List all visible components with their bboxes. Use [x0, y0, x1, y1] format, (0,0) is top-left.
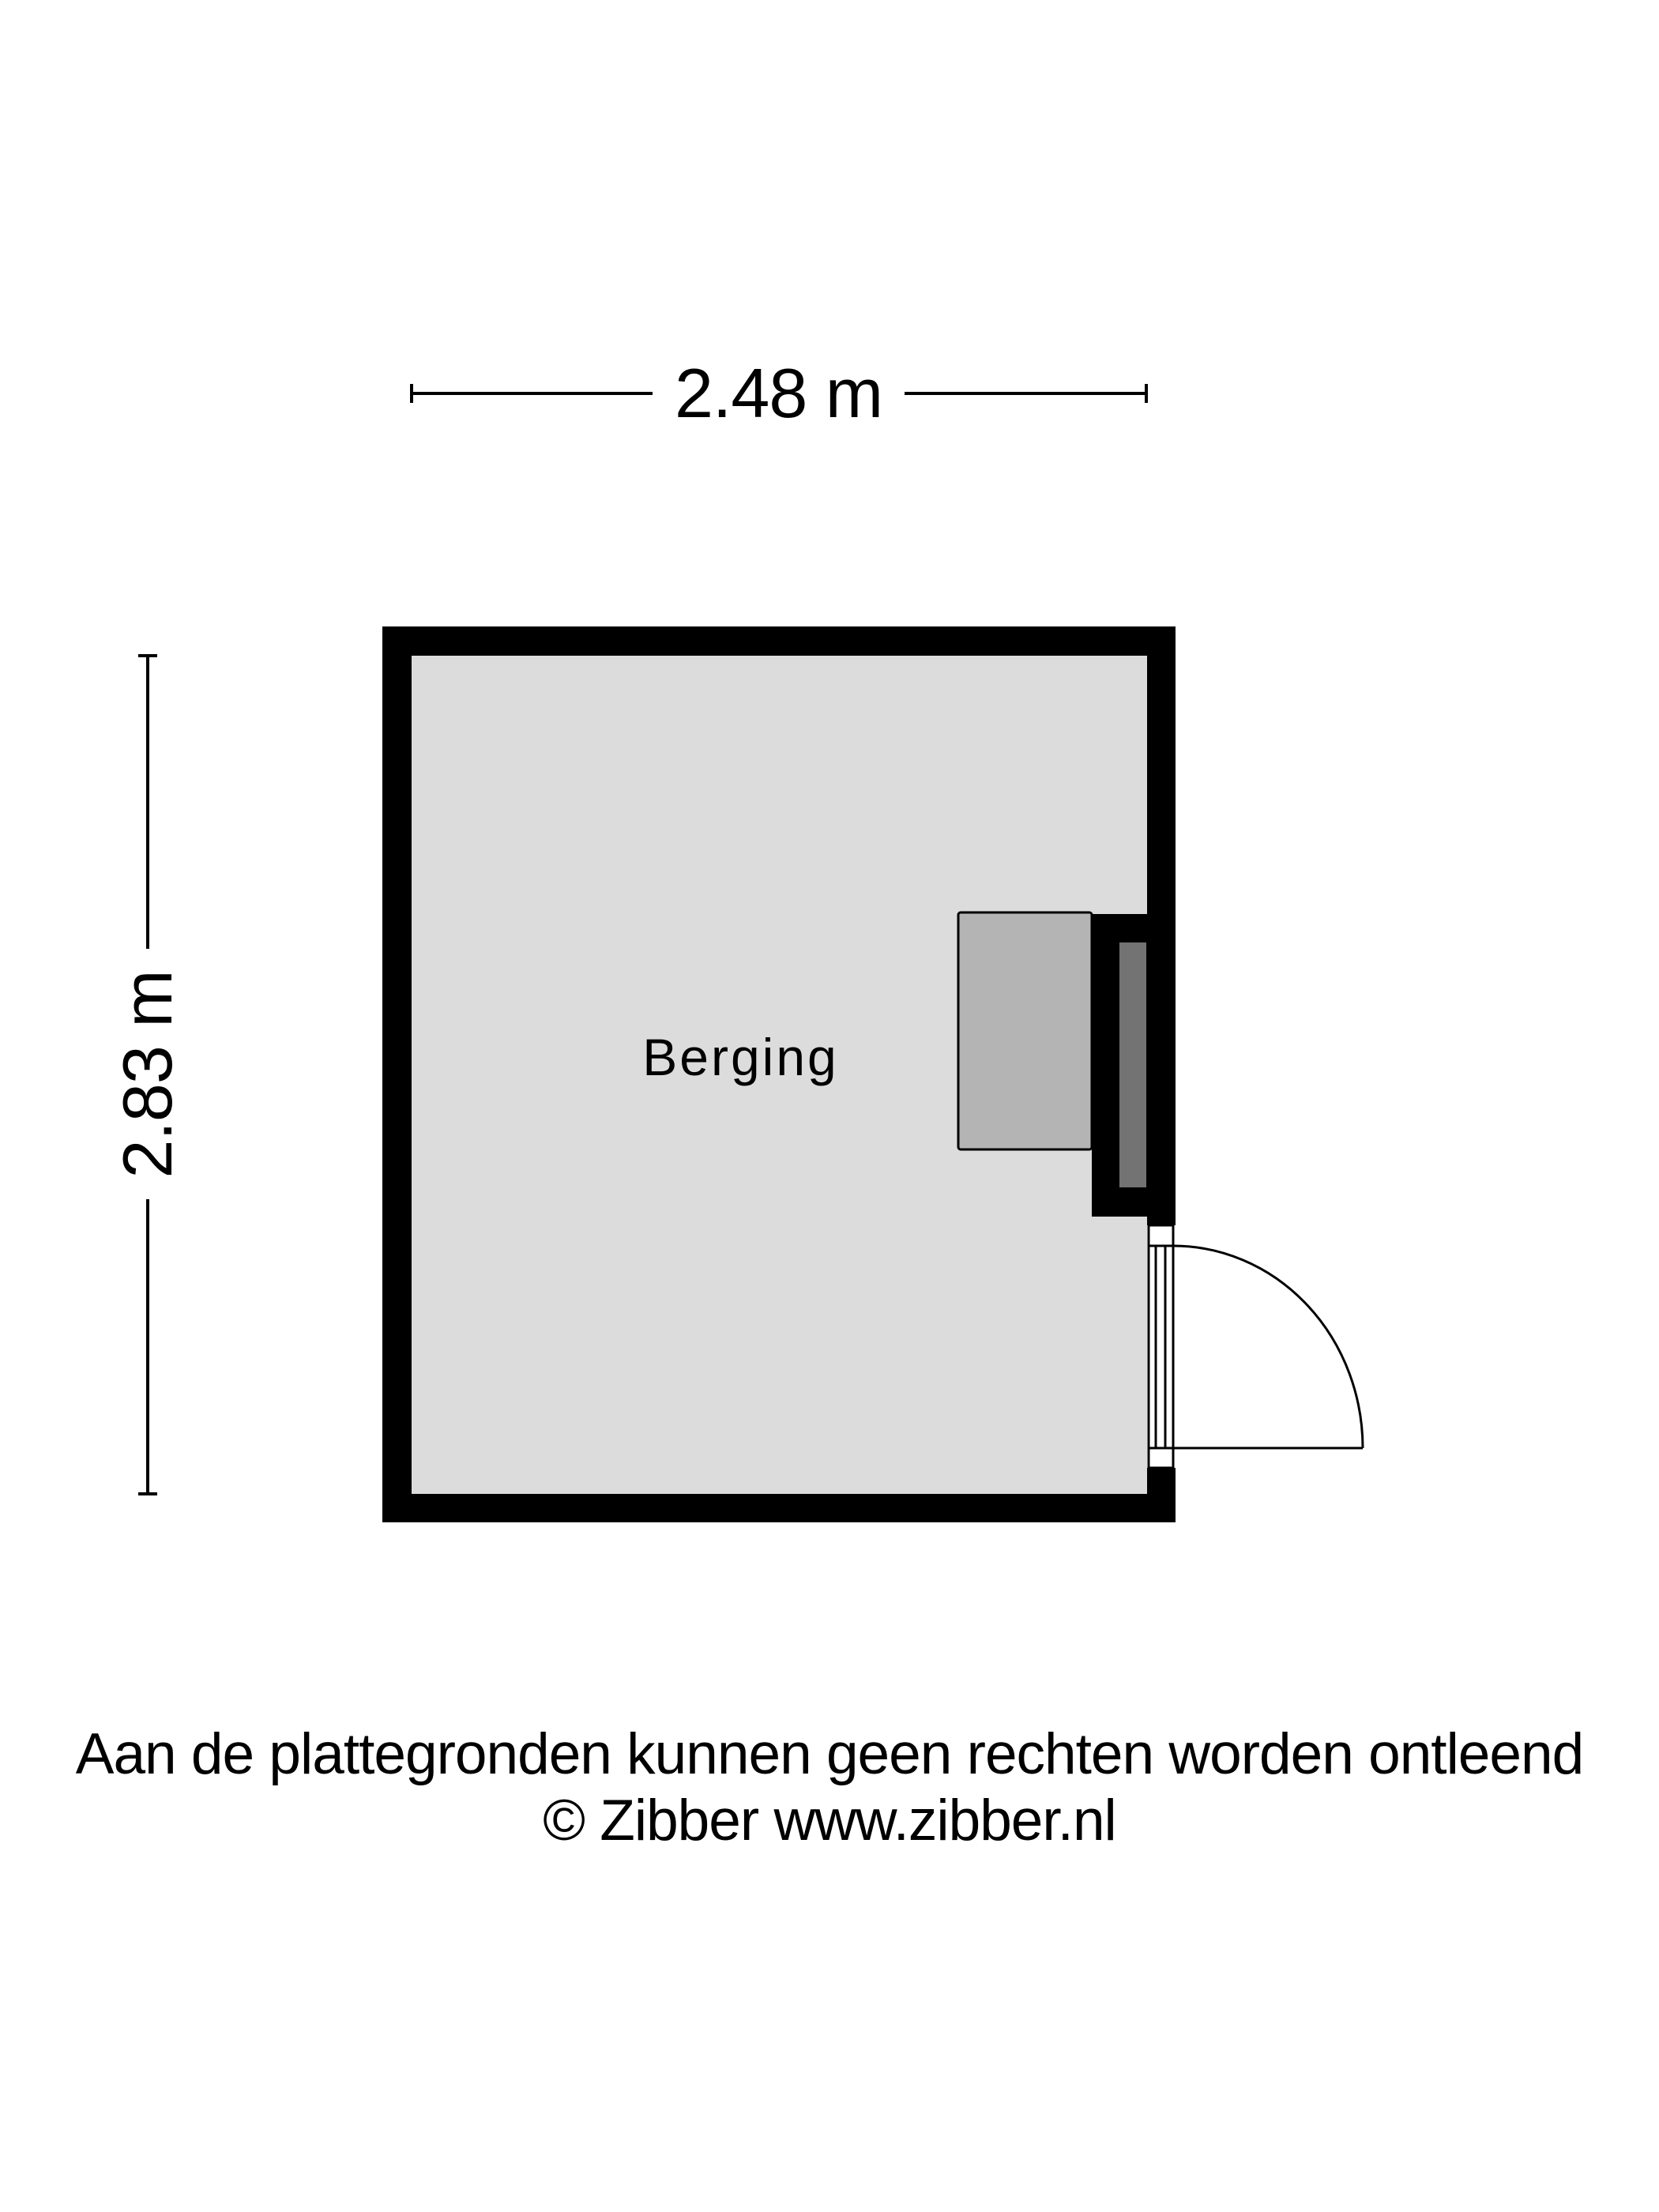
door-leaf	[1154, 1246, 1167, 1448]
cabinet	[957, 911, 1093, 1151]
height-dimension-label: 2.83 m	[108, 970, 186, 1179]
width-dimension-label: 2.48 m	[674, 354, 883, 432]
height-dimension-line-icon	[138, 654, 157, 1495]
room-label: Berging	[642, 1028, 839, 1086]
copyright-text: © Zibber www.zibber.nl	[543, 1789, 1117, 1853]
door-frame	[1147, 1224, 1175, 1469]
width-dimension-line-icon	[410, 384, 1148, 403]
door-swing-icon	[1172, 1244, 1364, 1450]
shaft-inner-panel	[1119, 942, 1146, 1187]
disclaimer-text: Aan de plattegronden kunnen geen rechten…	[75, 1722, 1584, 1786]
